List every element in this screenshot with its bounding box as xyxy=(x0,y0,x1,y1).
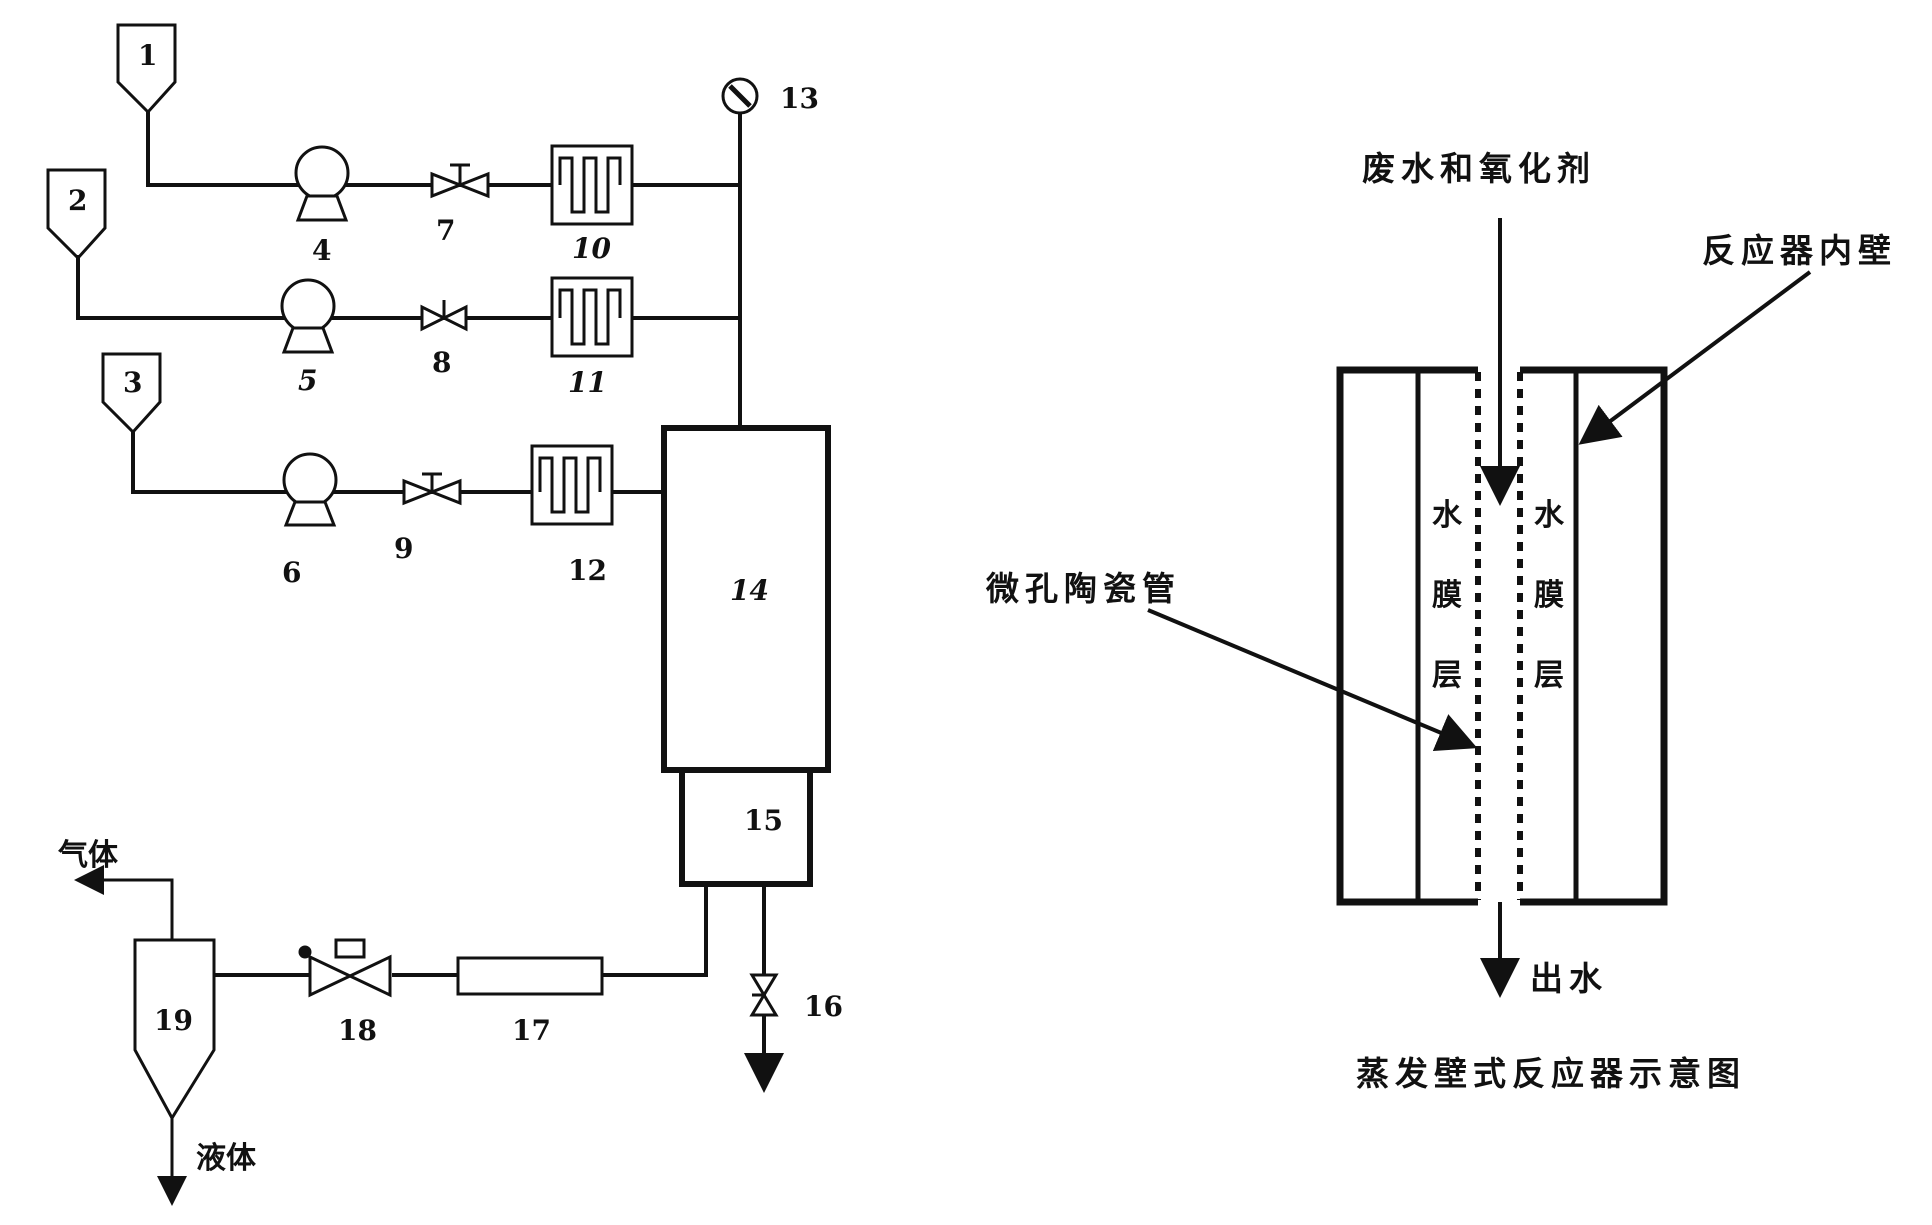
pump-6-shape xyxy=(282,452,338,527)
label-liquid: 液体 xyxy=(196,1141,257,1176)
feed-line-1 xyxy=(146,112,740,187)
hopper-3-shape xyxy=(101,352,162,435)
back-pressure-valve-18-shape xyxy=(298,938,392,998)
label-pump-4: 4 xyxy=(312,234,331,267)
cooler-17-shape xyxy=(456,956,604,996)
label-heater-12: 12 xyxy=(568,554,607,587)
reactor-wall-right xyxy=(1520,366,1668,906)
label-cooler-17: 17 xyxy=(512,1014,551,1047)
film-right-char-3: 层 xyxy=(1534,658,1564,693)
label-outlet: 出水 xyxy=(1530,959,1608,998)
vessel-15-shape xyxy=(679,767,813,887)
label-separator-19: 19 xyxy=(154,1004,193,1037)
heater-12-shape xyxy=(530,444,614,526)
film-right-char-1: 水 xyxy=(1534,498,1565,533)
pump-4-shape xyxy=(294,145,350,222)
valve-8-shape xyxy=(420,300,468,332)
label-drain-valve-16: 16 xyxy=(804,990,843,1023)
label-ceramic-tube: 微孔陶瓷管 xyxy=(985,569,1181,608)
separator-19-shape xyxy=(133,938,216,1121)
outlet-line xyxy=(602,884,708,977)
label-hopper-2: 2 xyxy=(68,184,87,217)
valve-7-shape xyxy=(430,163,490,199)
label-pump-5: 5 xyxy=(298,364,317,397)
label-valve-9: 9 xyxy=(394,532,413,565)
diagram-caption: 蒸发壁式反应器示意图 xyxy=(1356,1054,1746,1093)
film-right-char-2: 膜 xyxy=(1534,578,1564,613)
pressure-gauge-shape xyxy=(721,77,759,115)
process-labels: 1 2 3 4 5 6 7 8 9 10 11 12 13 14 15 16 1… xyxy=(58,39,843,1176)
label-gauge-13: 13 xyxy=(780,82,819,115)
label-reactor-wall: 反应器内壁 xyxy=(1702,231,1897,270)
hopper-2-shape xyxy=(46,168,107,261)
reactor-14-shape xyxy=(661,425,831,773)
label-heater-11: 11 xyxy=(568,366,607,399)
label-hopper-1: 1 xyxy=(138,39,157,72)
hopper-1-shape xyxy=(116,23,177,115)
feed-line-2 xyxy=(76,255,740,320)
label-reactor-14: 14 xyxy=(730,574,769,607)
label-heater-10: 10 xyxy=(572,232,611,265)
wall-pointer-arrow xyxy=(1578,270,1812,445)
reactor-schematic xyxy=(1147,218,1812,998)
label-valve-7: 7 xyxy=(436,214,455,247)
label-pump-6: 6 xyxy=(282,556,301,589)
heater-11-shape xyxy=(550,276,634,358)
film-left-char-3: 层 xyxy=(1432,658,1462,693)
film-left-char-1: 水 xyxy=(1432,498,1463,533)
label-inlet: 废水和氧化剂 xyxy=(1362,149,1596,188)
film-left-char-2: 膜 xyxy=(1432,578,1462,613)
valve-9-shape xyxy=(402,472,462,506)
process-flow-diagram xyxy=(46,23,831,1206)
label-valve-8: 8 xyxy=(432,346,451,379)
heater-10-shape xyxy=(550,144,634,226)
label-bp-valve-18: 18 xyxy=(338,1014,377,1047)
reactor-wall-left xyxy=(1336,366,1478,906)
ceramic-pointer-arrow xyxy=(1147,608,1478,752)
feed-line-3 xyxy=(131,430,664,494)
gas-outlet-line xyxy=(74,865,174,940)
reactor-labels: 废水和氧化剂 反应器内壁 微孔陶瓷管 水 膜 层 水 膜 层 出水 蒸发壁式反应… xyxy=(985,149,1897,1093)
label-hopper-3: 3 xyxy=(123,366,142,399)
label-gas: 气体 xyxy=(58,838,119,873)
label-vessel-15: 15 xyxy=(744,804,783,837)
pump-5-shape xyxy=(280,278,336,354)
drain-valve-16-shape xyxy=(749,973,779,1017)
